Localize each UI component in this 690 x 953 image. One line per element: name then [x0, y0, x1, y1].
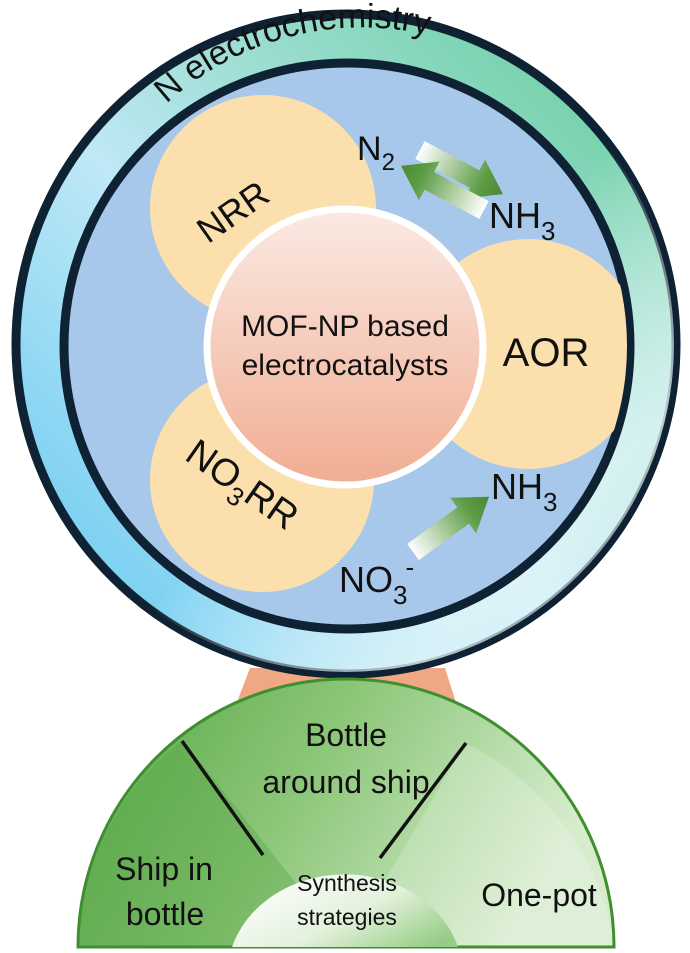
nh3-bottom-base: NH: [491, 466, 543, 507]
sector-label-one-pot: One-pot: [481, 877, 597, 913]
synthesis-base: Bottle around ship Ship in bottle One-po…: [76, 677, 616, 949]
n2-base: N: [357, 130, 382, 168]
center-label-line2: electrocatalysts: [242, 349, 449, 382]
nh3-bottom-subscript: 3: [543, 487, 557, 517]
arrow-n2-to-nh3: [415, 141, 503, 199]
synthesis-label-line1: Synthesis: [297, 870, 397, 896]
species-nh3-top: NH3: [489, 195, 555, 246]
sector-divider-left: [180, 739, 265, 857]
arrow-nh3-to-n2: [401, 161, 489, 219]
nh3-top-subscript: 3: [541, 216, 555, 246]
sector-divider-right: [378, 741, 468, 860]
species-n2: N2: [357, 130, 395, 176]
species-nh3-bottom: NH3: [491, 466, 557, 517]
sector-label-bottle-around-ship-line2: around ship: [262, 764, 429, 800]
synthesis-label-line2: strategies: [297, 904, 397, 930]
no3-superscript: -: [405, 552, 414, 582]
sector-label-bottle-around-ship-line1: Bottle: [305, 717, 387, 753]
no3-base: NO: [339, 559, 393, 600]
nh3-top-base: NH: [489, 195, 541, 236]
label-aor: AOR: [503, 331, 590, 375]
n2-subscript: 2: [382, 149, 395, 176]
center-circle: [203, 205, 487, 489]
base-outline: [76, 677, 616, 949]
no3-subscript: 3: [393, 580, 407, 610]
synthesis-hub: [232, 874, 458, 947]
center-label-line1: MOF-NP based: [241, 310, 449, 343]
arrow-no3-to-nh3: [407, 496, 490, 561]
sector-label-ship-in-bottle-line1: Ship in: [115, 851, 213, 887]
species-no3: NO3-: [339, 552, 414, 610]
base-semicircle: [78, 679, 614, 947]
sector-label-ship-in-bottle-line2: bottle: [126, 896, 204, 932]
